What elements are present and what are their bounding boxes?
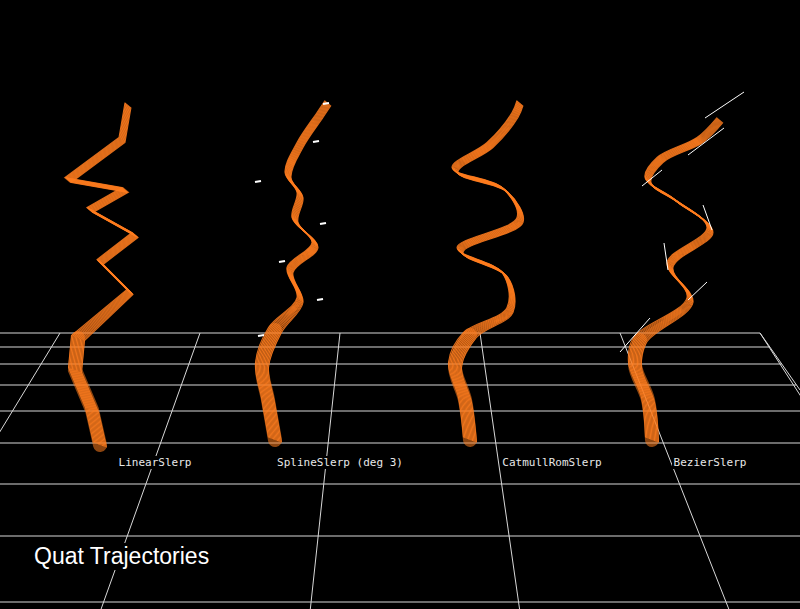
trajectory-ribbon [628,118,723,443]
trajectory-label: LinearSlerp [117,456,194,469]
caption: Quat Trajectories [32,543,211,570]
ribbon-strand [266,105,330,442]
trajectory-label: SplineSlerp (deg 3) [275,456,405,469]
ribbon-strand [458,106,524,443]
ribbon-strand [69,106,136,446]
ribbon-strand [267,105,330,442]
control-point [323,103,329,104]
ribbon-strand [457,105,523,442]
ribbon-strand [457,105,523,442]
grid-line [0,602,800,603]
grid-line [0,411,800,412]
ribbon-strand [264,104,329,441]
bezier-tangents [620,92,744,352]
grid-line [0,536,800,537]
ribbon-strand [67,104,134,444]
tangent-line [642,170,662,186]
ribbon-strand [268,106,331,443]
tangent-line [664,243,668,270]
ribbon-strand [263,104,328,441]
ribbon-strand [65,103,132,443]
ribbon-strand [70,107,137,447]
grid-line [0,443,800,444]
trajectory-ribbon [65,103,138,448]
ribbon-strand [67,105,134,445]
control-points [255,103,329,336]
ribbon-strand [70,107,137,447]
control-point [320,223,326,224]
grid-line [0,347,770,348]
ribbon-strand [71,108,138,448]
tangent-line [703,205,712,230]
control-point [313,141,319,142]
tangent-line [688,128,724,155]
control-point [255,181,261,182]
ribbon-strand [68,105,135,445]
grid-edge [760,333,800,390]
control-point [279,261,285,262]
ribbon-strand [66,103,133,443]
grid-line [480,333,524,609]
ribbon-strand [640,122,722,442]
trajectory-ribbon [255,101,331,443]
ribbon-strand [66,104,133,444]
trajectory-label: CatmullRomSlerp [500,456,603,469]
tangent-line [688,282,707,300]
floor-grid [0,333,800,609]
trajectory-label: BezierSlerp [672,456,749,469]
control-point [317,299,323,300]
grid-line [307,333,340,609]
grid-line [760,333,800,609]
trajectory-ribbon [448,101,523,443]
ribbon-strand [641,123,723,443]
tangent-line [620,318,650,352]
ribbon-strand [69,106,136,446]
tangent-line [705,92,744,118]
grid-line [0,385,796,386]
control-point [258,335,264,336]
grid-line [0,364,782,365]
